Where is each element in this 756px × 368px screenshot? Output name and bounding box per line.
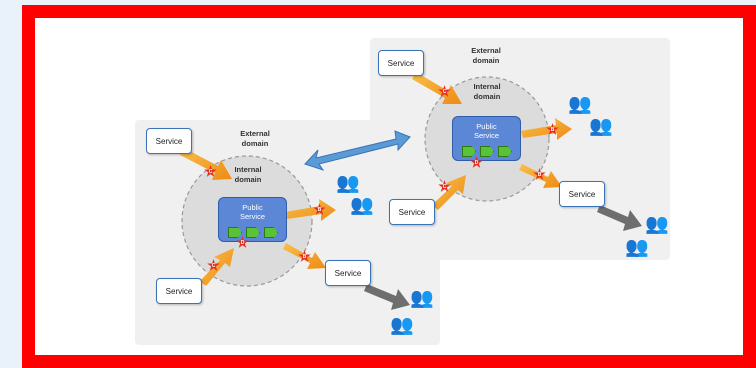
right-external-line-1: External: [471, 46, 501, 55]
left-outbound-arrow-people: [285, 199, 336, 221]
left-external-line-1: External: [240, 129, 270, 138]
left-external-domain-label: External domain: [225, 129, 285, 149]
right-internal-domain-label: Internal domain: [462, 82, 512, 102]
port-arrow-icon: [228, 227, 242, 238]
left-internal-line-2: domain: [234, 175, 262, 184]
left-inbound-arrow-top: [180, 148, 232, 180]
port-arrow-icon: [246, 227, 260, 238]
burst-icon: C: [204, 165, 217, 177]
group-icon: 👥: [568, 94, 592, 115]
left-public-line-2: Service: [239, 212, 265, 221]
burst-icon: D: [236, 236, 249, 248]
left-inbound-arrow-bottom: [200, 248, 234, 286]
burst-icon: D: [470, 156, 483, 168]
burst-icon: C: [438, 180, 451, 192]
left-service-to-people-arrow: [364, 284, 410, 310]
right-internal-line-2: domain: [473, 92, 501, 101]
right-inbound-arrow-bottom: [432, 175, 466, 210]
left-service-top: Service: [146, 128, 192, 154]
right-external-domain-label: External domain: [456, 46, 516, 66]
right-service-outbound: Service: [559, 181, 605, 207]
burst-icon: B: [533, 168, 546, 180]
group-icon: 👥: [625, 237, 649, 258]
left-public-line-1: Public: [242, 203, 263, 212]
right-service-bottom: Service: [389, 199, 435, 225]
right-inbound-arrow-top: [412, 72, 462, 104]
group-icon: 👥: [410, 288, 434, 309]
burst-icon: B: [313, 203, 326, 215]
burst-icon: C: [207, 259, 220, 271]
group-icon: 👥: [350, 195, 374, 216]
right-service-ports: [462, 146, 512, 157]
port-arrow-icon: [480, 146, 494, 157]
burst-icon: B: [546, 123, 559, 135]
burst-icon: B: [298, 250, 311, 262]
left-service-outbound: Service: [325, 260, 371, 286]
right-external-line-2: domain: [472, 56, 500, 65]
group-icon: 👥: [390, 315, 414, 336]
port-arrow-icon: [498, 146, 512, 157]
port-arrow-icon: [462, 146, 476, 157]
left-external-line-2: domain: [241, 139, 269, 148]
left-internal-domain-label: Internal domain: [223, 165, 273, 185]
right-public-line-2: Service: [473, 131, 499, 140]
right-internal-line-1: Internal: [473, 82, 501, 91]
port-arrow-icon: [264, 227, 278, 238]
right-outbound-arrow-people: [521, 118, 572, 140]
right-service-top: Service: [378, 50, 424, 76]
double-arrow-icon: [304, 130, 411, 171]
burst-icon: C: [438, 85, 451, 97]
left-internal-line-1: Internal: [234, 165, 262, 174]
group-icon: 👥: [645, 214, 669, 235]
group-icon: 👥: [336, 173, 360, 194]
right-public-line-1: Public: [476, 122, 497, 131]
group-icon: 👥: [589, 116, 613, 137]
left-service-ports: [228, 227, 278, 238]
right-service-to-people-arrow: [597, 205, 642, 231]
left-service-bottom: Service: [156, 278, 202, 304]
